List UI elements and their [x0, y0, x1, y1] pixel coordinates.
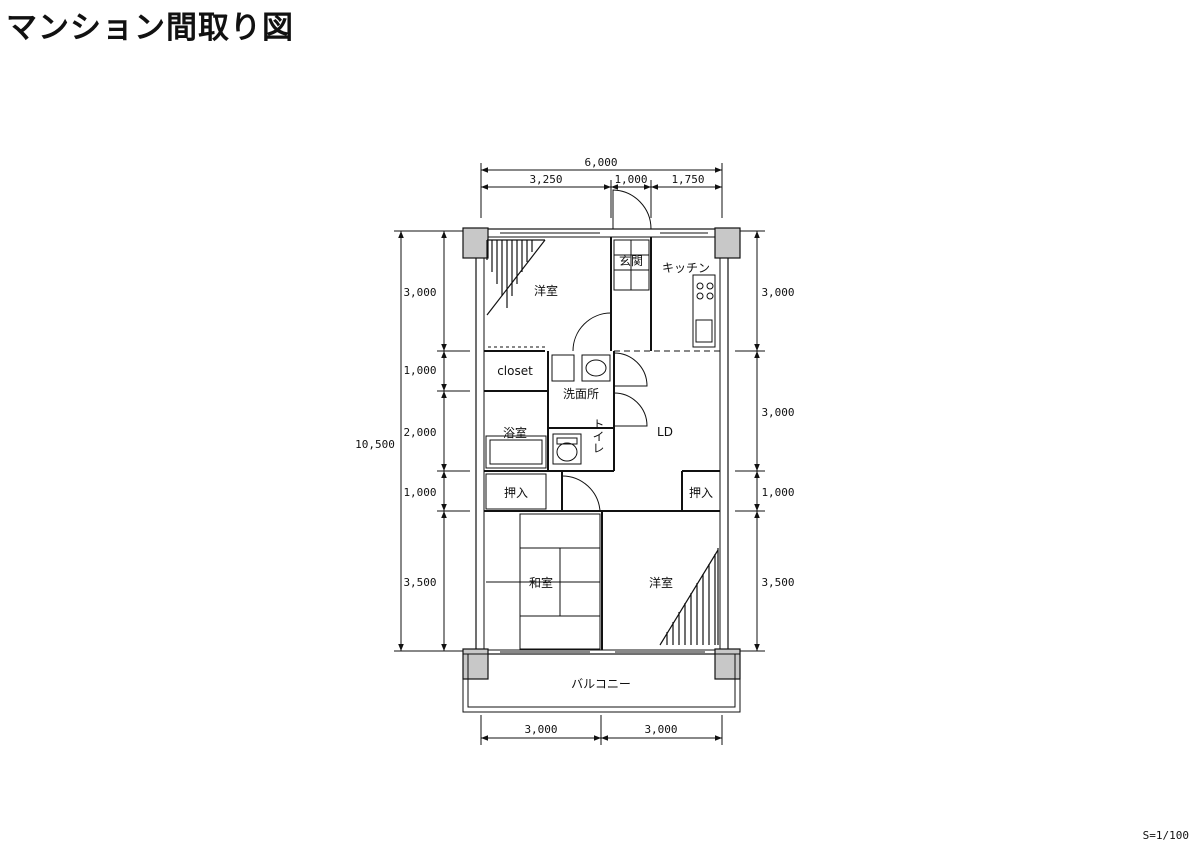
dim-right-3: 1,000: [761, 486, 794, 499]
dim-right-2: 3,000: [761, 406, 794, 419]
room-label-japanese: 和室: [529, 575, 553, 590]
dim-top-3: 1,750: [671, 173, 704, 186]
page-title: マンション間取り図: [6, 10, 294, 46]
room-label-entrance: 玄関: [619, 253, 643, 268]
storage-hatching: [486, 239, 546, 316]
dim-top-total: 6,000: [584, 156, 617, 169]
room-label-kitchen: キッチン: [662, 261, 710, 275]
fixtures: [468, 239, 735, 713]
dim-left-5: 3,500: [403, 576, 436, 589]
room-label-oshiire-right: 押入: [689, 486, 713, 500]
room-label-bath: 浴室: [503, 425, 527, 440]
room-labels: 洋室 玄関 キッチン closet 洗面所 浴室 トイレ LD 押入 押入 和室…: [497, 253, 713, 691]
dim-top-2: 1,000: [614, 173, 647, 186]
dim-bottom-1: 3,000: [524, 723, 557, 736]
dim-left-2: 1,000: [403, 364, 436, 377]
room-label-toilet: トイレ: [591, 418, 605, 454]
scale-label: S=1/100: [1142, 829, 1189, 842]
dim-left-3: 2,000: [403, 426, 436, 439]
walls: [462, 227, 741, 713]
doors: [561, 189, 652, 512]
room-label-closet: closet: [497, 364, 533, 378]
room-label-balcony: バルコニー: [571, 677, 631, 691]
dim-right-1: 3,000: [761, 286, 794, 299]
dim-left-1: 3,000: [403, 286, 436, 299]
room-label-western-south: 洋室: [649, 575, 673, 590]
dim-top-1: 3,250: [529, 173, 562, 186]
storage-hatching-south: [659, 548, 719, 646]
dimension-lines: [394, 163, 765, 745]
dim-right-4: 3,500: [761, 576, 794, 589]
dim-left-4: 1,000: [403, 486, 436, 499]
room-label-oshiire-left: 押入: [504, 486, 528, 500]
dim-bottom-2: 3,000: [644, 723, 677, 736]
room-label-western-north: 洋室: [534, 283, 558, 298]
dim-left-total: 10,500: [355, 438, 395, 451]
room-label-ld: LD: [657, 425, 673, 439]
dimension-labels: 6,000 3,250 1,000 1,750 10,500 3,000 1,0…: [355, 156, 794, 736]
room-label-washroom: 洗面所: [563, 387, 599, 401]
